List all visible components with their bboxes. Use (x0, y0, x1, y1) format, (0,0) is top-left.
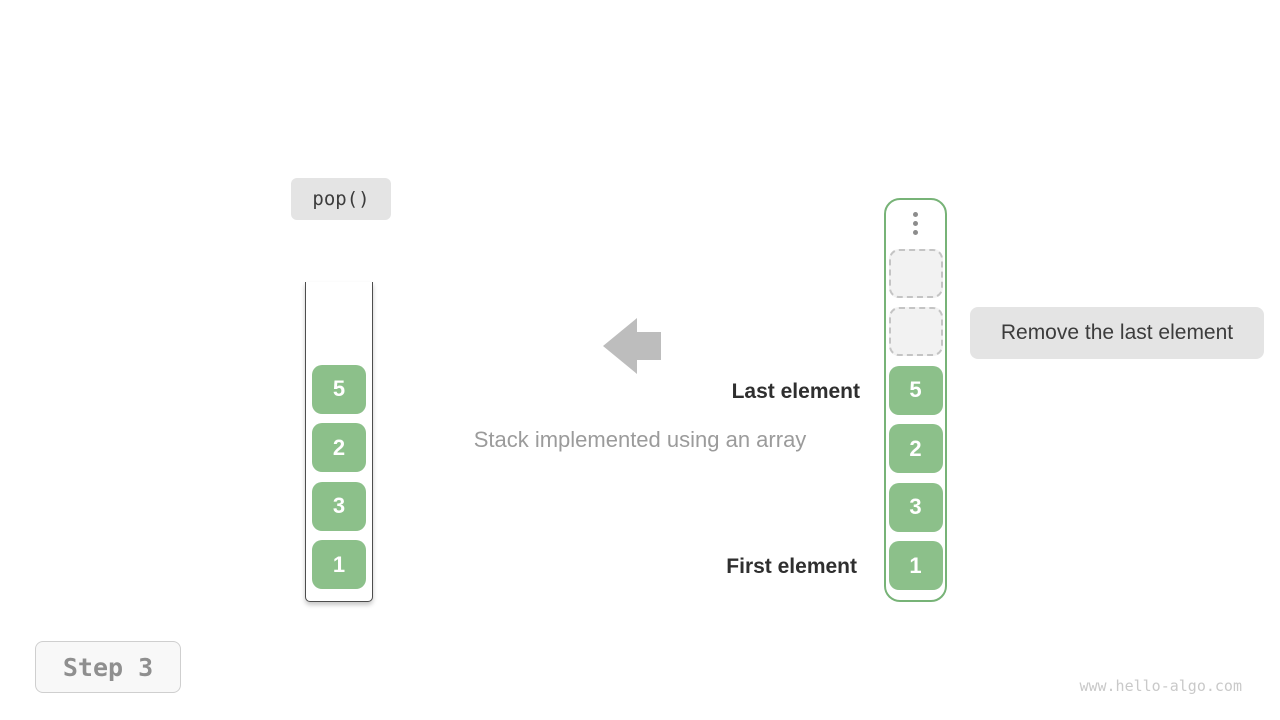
stack-cell: 1 (312, 540, 366, 589)
step-badge: Step 3 (35, 641, 181, 693)
stack-cell: 5 (312, 364, 366, 414)
stack-cell: 2 (888, 424, 943, 473)
stack-cell: 3 (312, 481, 366, 531)
pop-operation-badge: pop() (291, 178, 391, 220)
ellipsis-icon (913, 208, 918, 239)
empty-slot (888, 248, 943, 298)
stack-cell: 2 (312, 423, 366, 472)
watermark: www.hello-algo.com (1079, 677, 1242, 695)
empty-slot (888, 307, 943, 356)
arrow-left-icon (603, 318, 661, 374)
last-element-label: Last element (731, 380, 860, 403)
diagram-caption: Stack implemented using an array (473, 427, 807, 452)
remove-note-badge: Remove the last element (970, 307, 1264, 359)
first-element-label: First element (726, 555, 857, 578)
stack-cell: 5 (888, 365, 943, 415)
stack-cell: 3 (888, 482, 943, 532)
stack-container: 5 2 3 1 (305, 282, 373, 602)
stack-cell: 1 (888, 541, 943, 590)
array-container: 5 2 3 1 (884, 198, 947, 602)
